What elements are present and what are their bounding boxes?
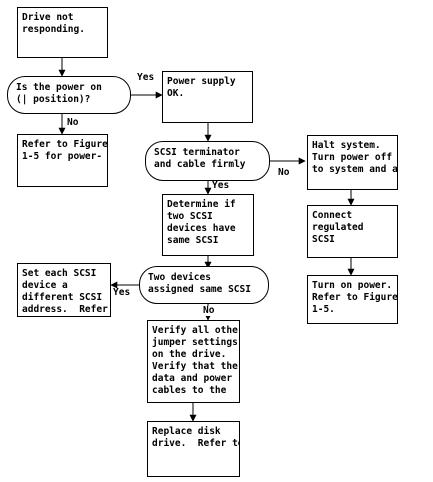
label-scsi-yes: Yes [212,180,230,191]
decision-power-on: Is the power on (| position)? [7,76,131,114]
label-power-no: No [67,117,79,128]
node-determine-scsi: Determine if two SCSI devices have same … [162,194,254,256]
node-drive-not-responding: Drive not responding. [17,7,108,58]
label-power-yes: Yes [137,72,155,83]
decision-two-devices: Two devices assigned same SCSI [139,266,269,304]
node-halt-system: Halt system. Turn power off to system an… [307,135,398,190]
node-verify-jumpers: Verify all other jumper settings on the … [147,320,240,403]
label-scsi-no: No [278,167,290,178]
label-devices-yes: Yes [113,287,131,298]
decision-scsi-terminator: SCSI terminator and cable firmly [145,141,270,181]
node-replace-disk: Replace disk drive. Refer to [147,421,240,477]
node-turn-on-power: Turn on power. Refer to Figure 1-5. [307,275,398,324]
label-devices-no: No [203,305,215,316]
node-power-supply-ok: Power supply OK. [162,71,253,123]
node-set-each-scsi: Set each SCSI device a different SCSI ad… [17,263,111,317]
node-refer-figure-power: Refer to Figure 1-5 for power- [17,134,108,187]
node-connect-regulated: Connect regulated SCSI [307,205,398,258]
